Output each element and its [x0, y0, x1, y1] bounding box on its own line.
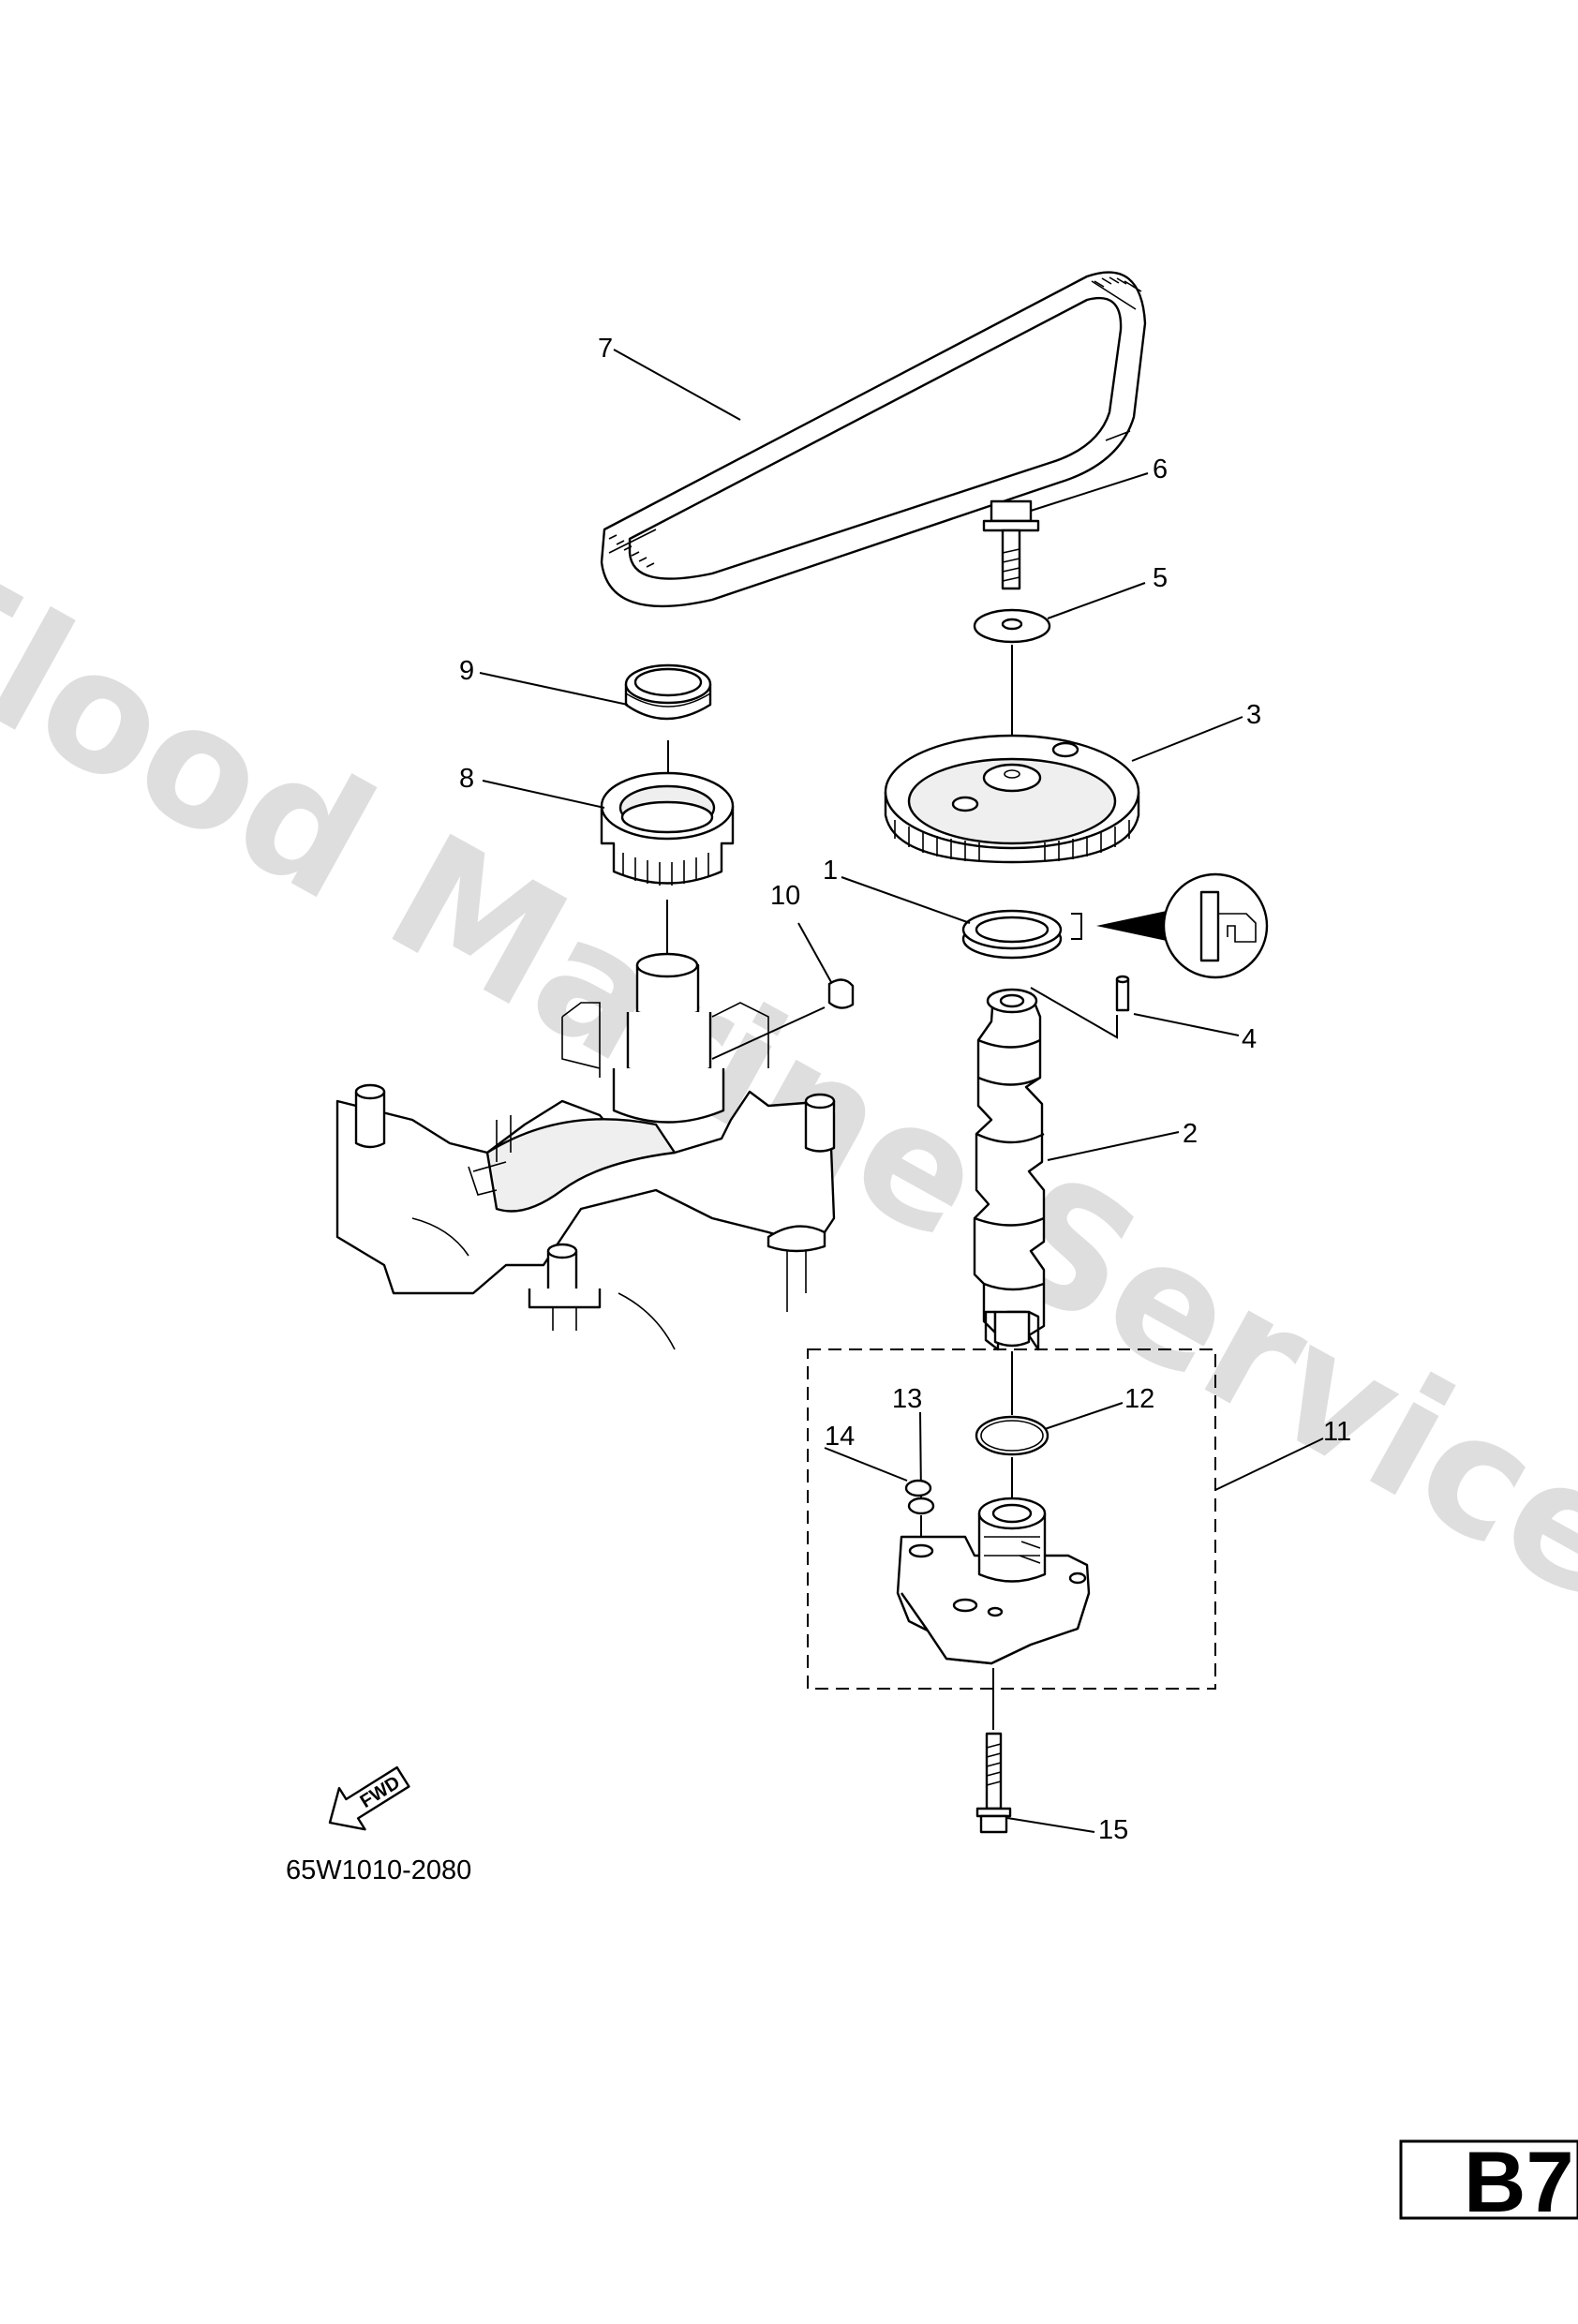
oil-seal — [961, 909, 1063, 960]
callout-9: 9 — [459, 656, 474, 686]
callout-14: 14 — [825, 1422, 855, 1452]
leader-9 — [479, 672, 629, 706]
callout-8: 8 — [459, 764, 474, 794]
oil-pump-body — [896, 1497, 1091, 1665]
o-ring-13 — [907, 1497, 935, 1515]
drive-sprocket — [600, 771, 735, 886]
crankcase-reference — [335, 952, 836, 1350]
leader-6 — [1030, 472, 1149, 512]
woodruff-key — [827, 978, 855, 1009]
callout-2: 2 — [1183, 1119, 1198, 1149]
camshaft — [973, 988, 1046, 1351]
leader-10 — [797, 922, 832, 983]
sealant-symbol-icon — [1162, 872, 1269, 979]
seal-bracket — [1071, 913, 1082, 940]
washer — [973, 608, 1051, 644]
leader-1 — [841, 876, 971, 924]
callout-15: 15 — [1098, 1815, 1128, 1845]
leader-7 — [613, 349, 741, 421]
leader-5 — [1047, 582, 1146, 619]
page-ref-box: B7 — [1399, 2135, 1578, 2230]
callout-7: 7 — [598, 334, 613, 364]
fwd-arrow: FWD — [328, 1765, 410, 1831]
leader-4 — [1133, 1013, 1240, 1036]
watermark-text: Flood Marine Services — [0, 521, 1578, 1686]
pulley-bolt — [982, 499, 1040, 590]
timing-belt — [600, 271, 1147, 608]
oil-pump-assembly-box — [807, 1348, 1216, 1690]
leader-14 — [824, 1447, 908, 1482]
leader-12 — [1044, 1402, 1124, 1430]
leader-8 — [482, 780, 605, 809]
leader-2 — [1047, 1131, 1180, 1161]
callout-4: 4 — [1242, 1024, 1257, 1054]
callout-1: 1 — [823, 856, 838, 886]
diagram-code: 65W1010-2080 — [286, 1855, 471, 1885]
callout-6: 6 — [1153, 454, 1168, 484]
page-ref: B7 — [1464, 2135, 1574, 2230]
o-ring-large — [975, 1415, 1050, 1456]
callout-11: 11 — [1323, 1417, 1351, 1447]
watermark: Flood Marine Services — [0, 521, 1578, 1686]
camshaft-pulley — [884, 734, 1140, 864]
callout-13: 13 — [892, 1384, 922, 1414]
leader-15 — [1006, 1817, 1095, 1833]
leader-11 — [1214, 1438, 1324, 1491]
dowel-pin — [1115, 975, 1130, 1012]
callout-12: 12 — [1124, 1384, 1154, 1414]
pump-bolt — [975, 1732, 1012, 1834]
callout-10: 10 — [770, 881, 800, 911]
sealant-pointer-icon — [1096, 911, 1167, 941]
callout-3: 3 — [1246, 700, 1261, 730]
leader-3 — [1131, 716, 1243, 762]
o-ring-14 — [904, 1479, 932, 1497]
crank-seal — [624, 663, 712, 721]
callout-5: 5 — [1153, 563, 1168, 593]
dowel-guide — [1030, 987, 1118, 1039]
